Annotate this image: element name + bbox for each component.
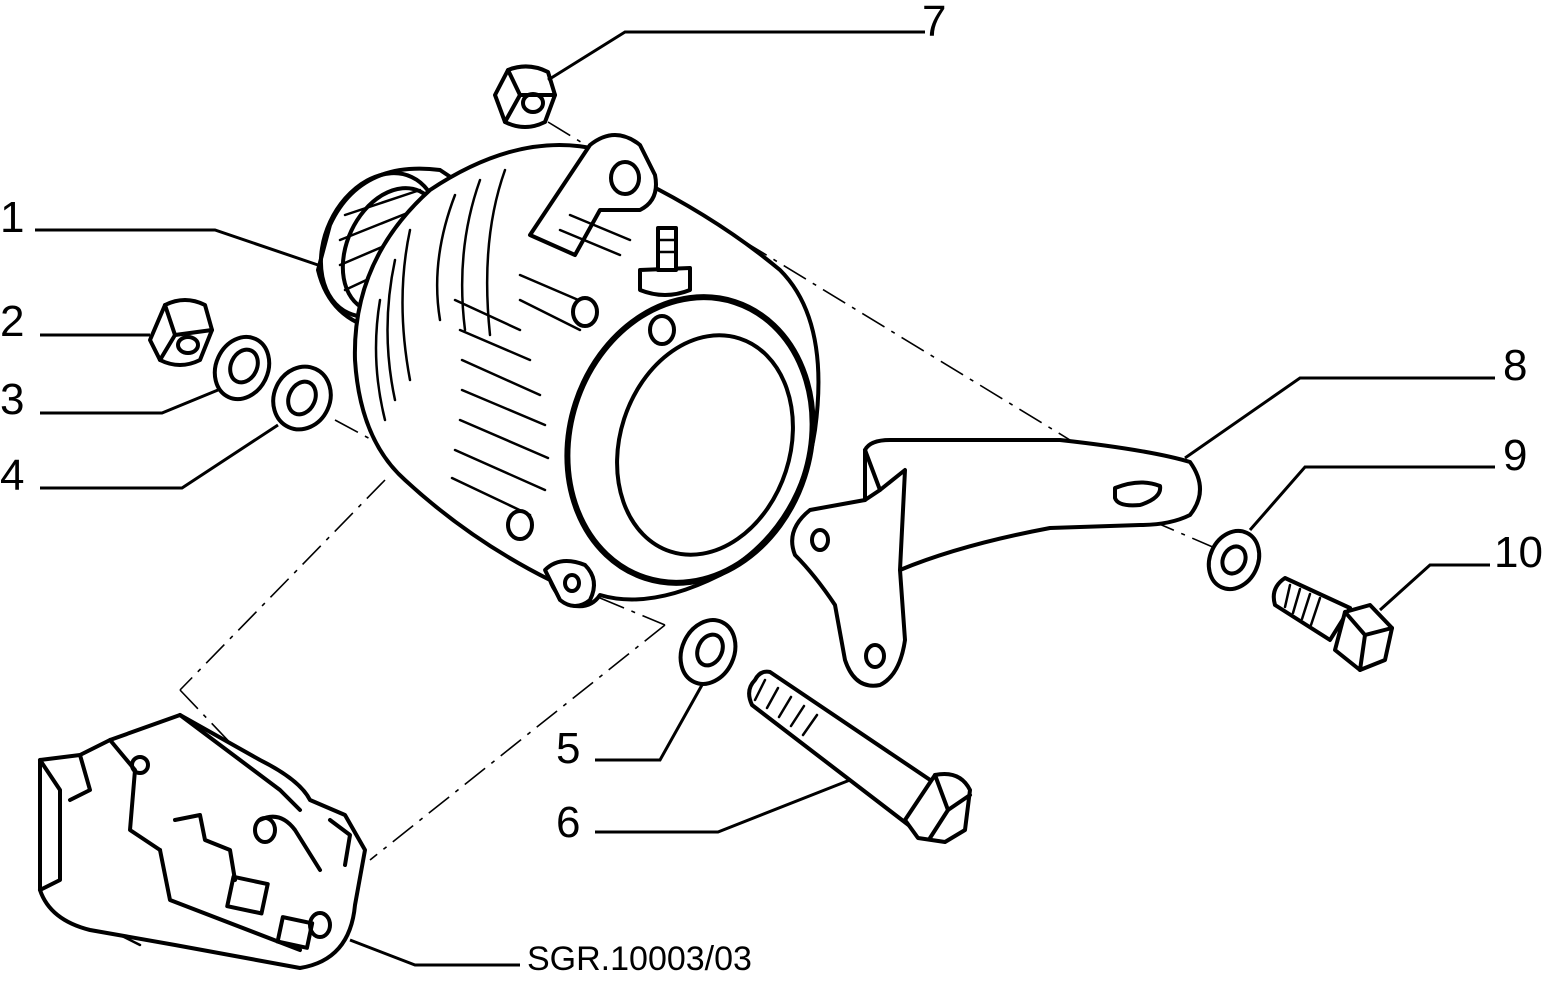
washer-4 (271, 364, 333, 432)
engine-mount (38, 713, 367, 970)
nut-7 (493, 64, 557, 129)
callout-7: 7 (922, 0, 946, 46)
washer-5 (678, 618, 738, 686)
washer-9 (1206, 528, 1262, 592)
callouts: 1 2 3 4 5 6 7 8 9 10 (0, 0, 1543, 847)
callout-8: 8 (1503, 341, 1527, 390)
cooling-fins (374, 168, 632, 517)
drawing-code: SGR.10003/03 (527, 940, 752, 978)
washer-3 (212, 334, 272, 402)
bolt-6 (747, 669, 972, 844)
callout-4: 4 (0, 451, 24, 500)
bolt-10 (1271, 576, 1394, 672)
callout-9: 9 (1503, 431, 1527, 480)
callout-2: 2 (0, 297, 24, 346)
callout-3: 3 (0, 375, 24, 424)
alternator (316, 133, 821, 609)
leader-lines (35, 30, 1495, 967)
bracket-8 (790, 438, 1202, 688)
callout-5: 5 (556, 724, 580, 773)
callout-10: 10 (1494, 528, 1543, 577)
nut-2 (148, 298, 214, 367)
callout-1: 1 (0, 193, 24, 242)
callout-6: 6 (556, 798, 580, 847)
